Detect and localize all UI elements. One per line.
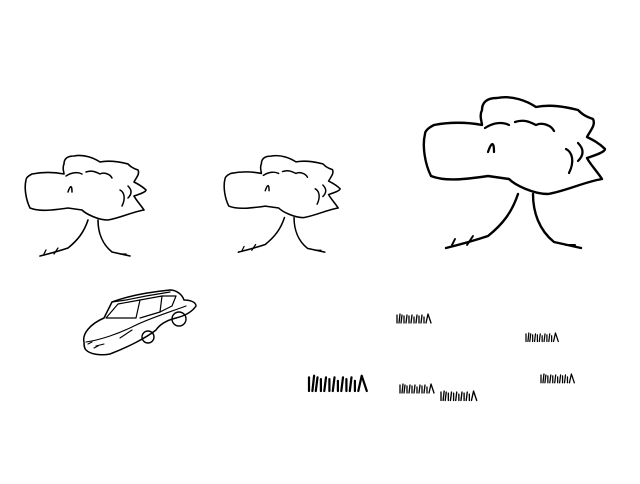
car-icon (82, 289, 197, 356)
grass-icon (540, 373, 575, 384)
tree-icon (422, 96, 607, 250)
grass-icon (525, 332, 559, 343)
grass-icon (307, 374, 368, 393)
grass-icon (396, 313, 432, 324)
tree-icon (223, 154, 341, 253)
grass-icon (440, 390, 478, 402)
grass-icon (399, 383, 435, 394)
tree-icon (24, 154, 147, 257)
